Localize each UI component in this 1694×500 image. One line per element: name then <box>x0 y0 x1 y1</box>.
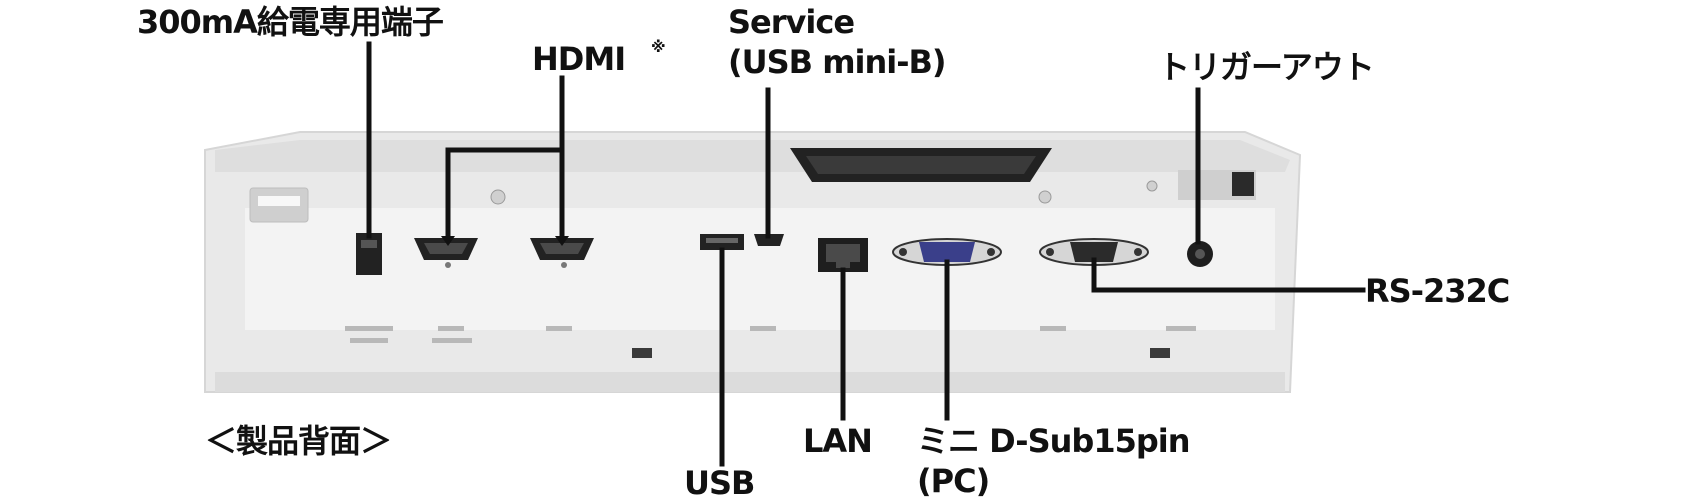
label-mini-dsub15pin-pc: (PC) <box>917 462 989 500</box>
trigger-jack-icon <box>1187 241 1213 267</box>
label-lan: LAN <box>803 422 872 460</box>
screw-1 <box>491 190 505 204</box>
label-service-usb-mini-b: (USB mini-B) <box>728 43 946 81</box>
screw-3 <box>1147 181 1157 191</box>
label-product-back: ＜製品背面＞ <box>205 422 391 460</box>
label-mini-dsub15pin: ミニ D-Sub15pin <box>917 422 1190 460</box>
side-bracket-slot <box>258 196 300 206</box>
screw-2 <box>1039 191 1051 203</box>
top-right-marking-inner <box>1232 172 1254 196</box>
intake-vent-icon <box>790 148 1052 182</box>
label-rs232c: RS-232C <box>1365 272 1509 310</box>
label-hdmi: HDMI <box>532 40 625 78</box>
usb-power-port-icon <box>356 233 382 275</box>
label-hdmi-note-mark: ※ <box>651 38 665 56</box>
rj45-port-icon <box>818 238 868 272</box>
panel-top-lip <box>215 140 1290 172</box>
label-300ma-power: 300mA給電専用端子 <box>137 3 444 41</box>
label-trigger-out: トリガーアウト <box>1158 48 1374 86</box>
panel-inner-face <box>245 208 1275 330</box>
label-service: Service <box>728 3 854 41</box>
panel-bottom-shade <box>215 372 1285 392</box>
label-usb: USB <box>684 464 754 500</box>
